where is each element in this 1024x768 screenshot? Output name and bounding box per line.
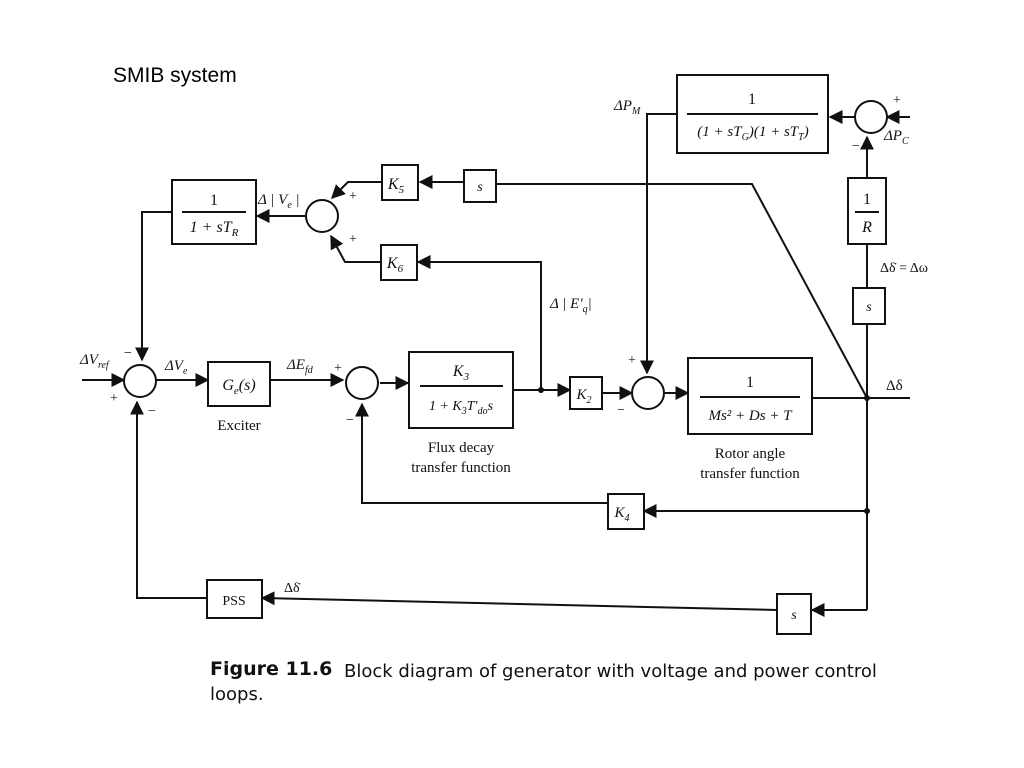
dpm-label: ΔPM [613, 98, 641, 117]
sign-torque-plus: + [628, 353, 636, 368]
sign-pss-minus: − [148, 404, 156, 419]
ddelta-to-s-top-line [497, 183, 868, 399]
s-block-right [852, 287, 886, 325]
droop-numerator: 1 [863, 191, 871, 208]
pss-label: PSS [222, 594, 245, 609]
k2-block [569, 376, 603, 410]
figure-caption: Block diagram of generator with voltage … [344, 661, 877, 682]
sign-r-minus: − [852, 139, 860, 154]
k4-block [607, 493, 645, 530]
droop-denominator: R [861, 219, 872, 236]
sign-flux-minus: − [346, 413, 354, 428]
figure-caption-wrap: loops. [210, 684, 264, 705]
pss-to-sum-line [130, 400, 207, 599]
governor-sum-junction [854, 100, 888, 134]
exciter-block [207, 361, 271, 407]
k6-label: K6 [386, 255, 404, 275]
flux-sum-junction [345, 366, 379, 400]
k4-to-sum-line [355, 402, 608, 504]
transducer-numerator: 1 [210, 192, 218, 209]
s-block-bottom [776, 593, 812, 635]
voltage-sum-junction [123, 364, 157, 398]
deq-label: Δ | E′q| [549, 296, 592, 315]
s-right-label: s [866, 300, 872, 315]
flux-label-line1: Flux decay [428, 440, 495, 456]
figure-label: Figure 11.6 [210, 658, 333, 680]
rotor-numerator: 1 [746, 374, 754, 391]
terminal-voltage-sum-junction [305, 199, 339, 233]
dve-label: ΔVe [164, 358, 188, 377]
sign-torque-minus: − [617, 403, 625, 418]
governor-numerator: 1 [748, 91, 756, 108]
k4-label: K4 [613, 505, 629, 524]
pss-block [206, 579, 263, 619]
deq-junction [538, 387, 544, 393]
exciter-label: Exciter [217, 418, 260, 434]
sign-pc-plus: + [893, 93, 901, 108]
dvt-label: Δ | Ve | [257, 192, 300, 211]
domega-label: Δδ̇ = Δω [880, 261, 928, 276]
k6-to-sum-line [330, 234, 381, 263]
exciter-tf: Ge(s) [222, 377, 255, 397]
transducer-denominator: 1 + sTR [190, 219, 239, 239]
rotor-label-line2: transfer function [700, 466, 800, 482]
sign-vref-minus: − [124, 346, 132, 361]
ddelta-junction [864, 395, 870, 401]
k5-to-sum-line [331, 181, 382, 199]
ddelta-dot-label: Δδ̇ [284, 581, 301, 596]
deq-to-k6-line [416, 255, 542, 390]
s-bottom-label: s [791, 608, 797, 623]
rotor-label-line1: Rotor angle [715, 446, 786, 462]
k6-block [380, 244, 418, 281]
ddelta-label: Δδ [886, 378, 903, 394]
s-block-top [463, 169, 497, 203]
s-top-label: s [477, 180, 483, 195]
flux-denominator: 1 + K3T′dos [429, 399, 494, 417]
sign-vref-plus: + [110, 391, 118, 406]
flux-numerator: K3 [452, 363, 470, 383]
k2-label: K2 [575, 387, 591, 406]
k5-block [381, 164, 419, 201]
sign-flux-plus: + [334, 361, 342, 376]
slide-title: SMIB system [113, 64, 237, 87]
s-to-pss-line [260, 591, 778, 611]
tr-to-sum-line [135, 211, 172, 362]
dpc-label: ΔPC [883, 128, 909, 147]
governor-denominator: (1 + sTG)(1 + sTT) [697, 124, 808, 143]
flux-decay-block [408, 351, 514, 429]
k5-label: K5 [387, 176, 405, 196]
sign-k5-plus: + [349, 189, 357, 204]
k4-junction [864, 508, 870, 514]
dvref-label: ΔVref [79, 352, 110, 371]
defd-label: ΔEfd [286, 357, 314, 376]
torque-sum-junction [631, 376, 665, 410]
dpm-line [640, 113, 677, 375]
sign-k6-plus: + [349, 232, 357, 247]
flux-label-line2: transfer function [411, 460, 511, 476]
rotor-denominator: Ms² + Ds + T [707, 408, 793, 424]
